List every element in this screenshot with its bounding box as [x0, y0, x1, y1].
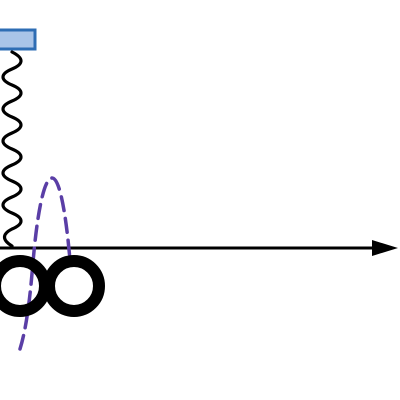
axis-arrowhead: [372, 240, 398, 256]
spring: [1, 50, 23, 248]
ceiling-block: [0, 28, 37, 51]
wheel-right: [43, 255, 105, 317]
wheel-left: [0, 255, 51, 317]
two-wheels: [0, 255, 105, 317]
